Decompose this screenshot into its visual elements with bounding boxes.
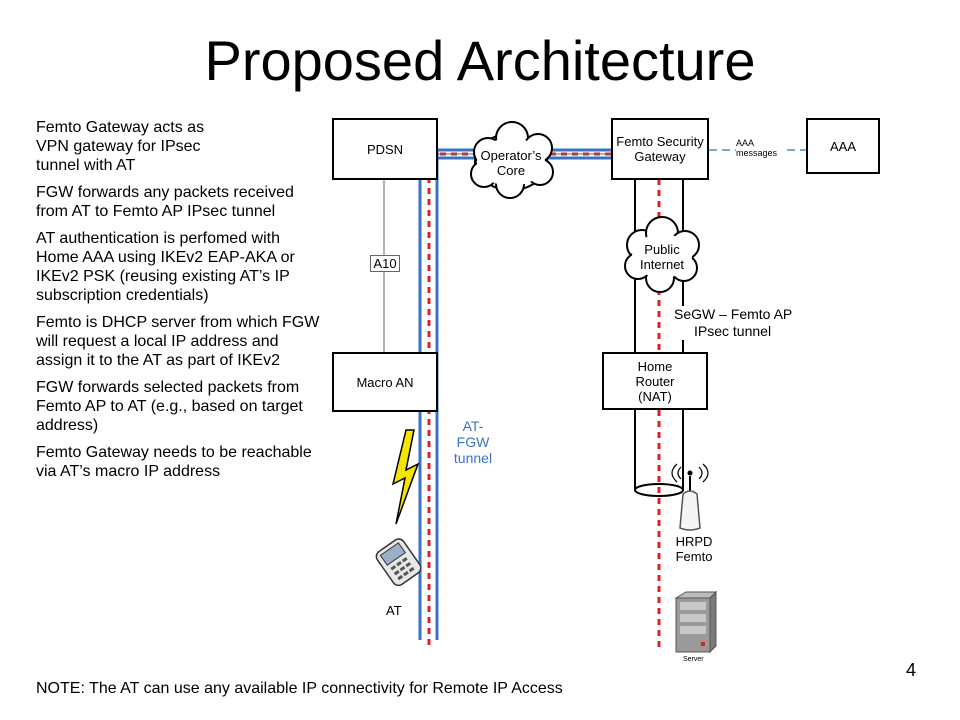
macro-an-box: Macro AN [332,352,438,412]
aaa-box: AAA [806,118,880,174]
at-fgw-tunnel-label: AT- FGW tunnel [448,418,498,466]
at-label: AT [386,603,402,618]
server-icon [674,590,718,654]
at-phone-icon [375,538,422,587]
macro-an-label: Macro AN [356,374,414,390]
at-fgw-line: AT- [462,418,484,434]
aaa-label: AAA [829,138,856,154]
fsg-label-line: Femto Security [616,134,704,149]
public-internet-cloud [624,216,700,293]
home-router-box: Home Router (NAT) [602,352,708,410]
bullet-item: FGW forwards any packets received from A… [36,184,294,220]
fsg-label-line: Gateway [634,149,686,164]
at-fgw-line: tunnel [453,450,493,466]
segw-tunnel-label: SeGW – Femto AP IPsec tunnel [674,306,804,340]
pdsn-box: PDSN [332,118,438,180]
hrpd-femto-label: HRPD Femto [670,534,718,564]
bullet-item: FGW forwards selected packets from Femto… [36,379,303,434]
aaa-messages-line: AAA [736,138,755,148]
home-router-label-line: Router [635,373,675,389]
operators-core-label: Operator’s Core [475,148,547,178]
femto-device-icon [671,463,709,531]
bullet-list: Femto Gateway acts as VPN gateway for IP… [36,118,326,489]
server-label: Server [683,656,704,663]
page-title: Proposed Architecture [204,29,756,92]
bullet-item: Femto Gateway needs to be reachable via … [36,444,312,480]
segw-tunnel-line: SeGW – Femto AP [674,306,793,322]
bullet-item: Femto is DHCP server from which FGW will… [36,314,320,369]
a10-label: A10 [370,255,400,272]
pdsn-label: PDSN [366,141,404,157]
segw-tunnel-line: IPsec tunnel [694,323,772,339]
wireless-lightning-icon [391,429,420,525]
public-internet-line: Public [644,242,680,257]
public-internet-label: Public Internet [628,242,696,272]
bullet-item: Femto Gateway acts as VPN gateway for IP… [36,119,205,174]
bullet-item: AT authentication is perfomed with Home … [36,230,295,304]
hrpd-femto-line: HRPD [675,534,713,549]
aaa-messages-label: AAA messages [736,138,784,158]
page-number: 4 [906,660,917,680]
hrpd-femto-line: Femto [675,549,713,564]
home-router-label-line: Home [637,358,673,374]
public-internet-line: Internet [639,257,685,272]
footnote: NOTE: The AT can use any available IP co… [36,680,563,697]
femto-security-gateway-box: Femto Security Gateway [611,118,709,180]
home-router-label-line: (NAT) [638,388,672,404]
operators-core-cloud [470,121,554,199]
operators-core-line: Operator’s [480,148,542,163]
aaa-messages-line: messages [736,148,778,158]
operators-core-line: Core [496,163,526,178]
at-fgw-line: FGW [456,434,490,450]
a10-text: A10 [373,256,397,271]
